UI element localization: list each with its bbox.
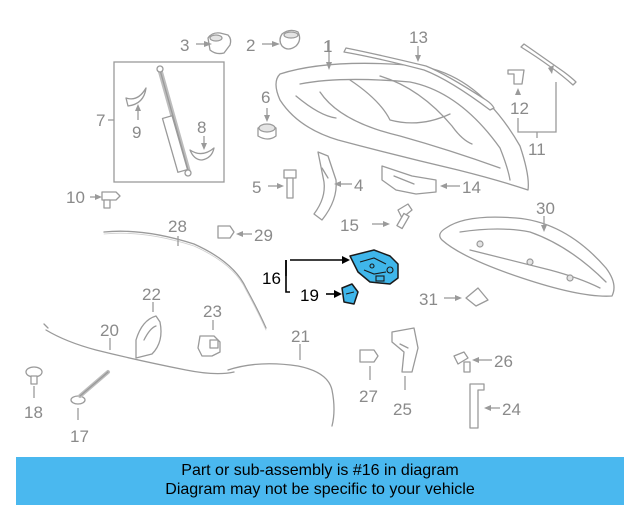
callout-13[interactable]: 13: [409, 28, 428, 47]
callout-22[interactable]: 22: [142, 285, 161, 304]
part-6-grommet[interactable]: [257, 108, 277, 140]
part-29-clip[interactable]: [217, 225, 252, 239]
callout-16-leader: [285, 256, 350, 293]
part-16-latch[interactable]: [349, 249, 399, 285]
part-27-nut[interactable]: [359, 349, 379, 380]
callout-8[interactable]: 8: [197, 118, 206, 137]
callout-31[interactable]: 31: [419, 290, 438, 309]
callout-10[interactable]: 10: [66, 188, 85, 207]
callout-14[interactable]: 14: [462, 178, 481, 197]
part-9-bracket[interactable]: [125, 87, 147, 120]
part-4-hinge[interactable]: [313, 151, 352, 221]
part-17-bolt[interactable]: [70, 370, 110, 420]
callout-1[interactable]: 1: [323, 37, 332, 56]
callout-11[interactable]: 11: [528, 140, 546, 159]
callout-9[interactable]: 9: [132, 123, 141, 142]
callout-26[interactable]: 26: [494, 352, 513, 371]
part-26-screw[interactable]: [453, 351, 492, 373]
part-5-bolt[interactable]: [268, 169, 297, 199]
callout-7[interactable]: 7: [96, 111, 105, 130]
part-20-cable[interactable]: [43, 323, 235, 375]
part-25-bracket[interactable]: [391, 327, 419, 390]
callout-19[interactable]: 19: [300, 286, 319, 305]
callout-24[interactable]: 24: [502, 400, 521, 419]
part-21-cable[interactable]: [227, 344, 335, 427]
part-15-bolt[interactable]: [372, 203, 413, 230]
callout-17[interactable]: 17: [70, 427, 89, 446]
parts-diagram: 3 2 7 9 8 6: [24, 28, 615, 446]
part-7-group-box: [108, 61, 225, 183]
callout-29[interactable]: 29: [254, 226, 273, 245]
callout-5[interactable]: 5: [252, 178, 261, 197]
callout-6[interactable]: 6: [261, 88, 270, 107]
part-28-cable[interactable]: [103, 230, 267, 331]
callout-4[interactable]: 4: [354, 176, 363, 195]
info-banner: Part or sub-assembly is #16 in diagram D…: [16, 457, 624, 505]
part-19-switch[interactable]: [341, 283, 359, 305]
part-23-handle[interactable]: [197, 320, 221, 357]
callout-12[interactable]: 12: [510, 99, 529, 118]
part-24-rod[interactable]: [469, 383, 500, 429]
callout-20[interactable]: 20: [100, 321, 119, 340]
callout-16[interactable]: 16: [262, 269, 281, 288]
part-10-clip[interactable]: [90, 191, 121, 209]
banner-line-1: Part or sub-assembly is #16 in diagram: [181, 462, 459, 479]
callout-15[interactable]: 15: [340, 216, 359, 235]
part-22-cover[interactable]: [135, 302, 162, 359]
part-1-hood[interactable]: [275, 40, 529, 191]
part-30-insulator[interactable]: [439, 216, 615, 297]
callout-2[interactable]: 2: [246, 36, 255, 55]
banner-line-2: Diagram may not be specific to your vehi…: [165, 481, 475, 498]
callout-18[interactable]: 18: [24, 403, 43, 422]
part-12-bumper[interactable]: [507, 69, 525, 95]
callout-19-leader: [326, 290, 342, 298]
callout-21[interactable]: 21: [291, 327, 310, 346]
callout-25[interactable]: 25: [393, 400, 412, 419]
part-8-bracket[interactable]: [189, 136, 215, 161]
part-13-weatherstrip[interactable]: [343, 46, 495, 111]
callout-30[interactable]: 30: [536, 199, 555, 218]
part-2-bumper[interactable]: [262, 29, 301, 50]
callout-23[interactable]: 23: [203, 302, 222, 321]
part-31-bumper[interactable]: [444, 287, 489, 307]
hood-gas-strut[interactable]: [156, 65, 192, 177]
part-14-hinge[interactable]: [381, 165, 460, 195]
part-11-seal[interactable]: [520, 43, 577, 86]
part-3-grommet[interactable]: [196, 32, 232, 55]
callout-28[interactable]: 28: [168, 217, 187, 236]
callout-27[interactable]: 27: [359, 387, 378, 406]
callout-3[interactable]: 3: [180, 36, 189, 55]
part-18-screw[interactable]: [25, 366, 43, 398]
